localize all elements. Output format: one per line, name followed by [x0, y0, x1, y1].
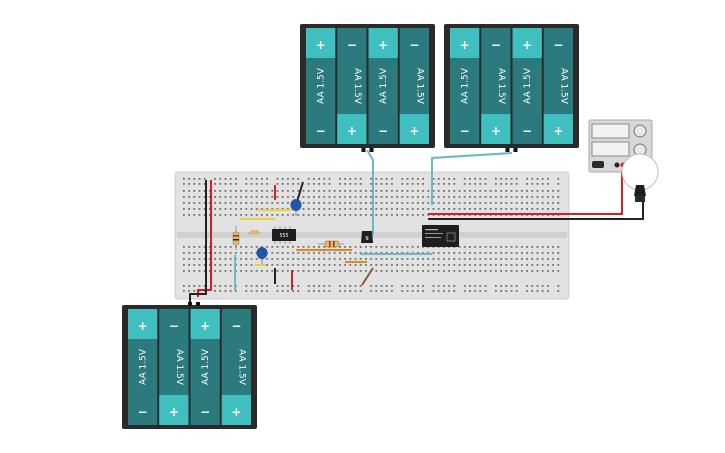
minus-sign: − [138, 405, 148, 419]
plus-sign: + [347, 124, 357, 138]
plus-sign: + [409, 124, 419, 138]
battery-cell-label: AA 1.5V [379, 67, 389, 104]
battery-pack-top-left[interactable]: + − AA 1.5V + − AA 1.5V + − AA 1.5V + − AA 1.5V [300, 24, 435, 152]
plus-sign: + [522, 38, 532, 52]
battery-cell-label: AA 1.5V [317, 67, 327, 104]
battery-cell-label: AA 1.5V [496, 68, 506, 105]
battery-cell: + − AA 1.5V [512, 28, 542, 144]
minus-sign: − [460, 124, 470, 138]
minus-sign: − [169, 319, 179, 333]
battery-cell-label: AA 1.5V [236, 349, 246, 386]
plus-sign: + [378, 38, 388, 52]
brown-jumper [361, 267, 374, 286]
minus-sign: − [378, 124, 388, 138]
resistor-3[interactable] [248, 230, 260, 235]
components: 555 N [232, 199, 459, 264]
timer-chip[interactable]: 555 [272, 226, 296, 244]
battery-cell-label: AA 1.5V [139, 348, 149, 385]
minus-sign: − [522, 124, 532, 138]
plus-sign: + [200, 319, 210, 333]
battery-cell-label: AA 1.5V [201, 348, 211, 385]
minus-sign: − [409, 38, 419, 52]
psu-voltage-knob[interactable] [633, 124, 647, 138]
battery-cell: + − AA 1.5V [543, 28, 573, 144]
relay[interactable] [422, 225, 459, 247]
plus-sign: + [491, 124, 501, 138]
battery-cell: + − AA 1.5V [190, 309, 220, 425]
psu-current-display [591, 141, 630, 157]
battery-cell-label: AA 1.5V [352, 68, 362, 105]
light-bulb[interactable] [621, 153, 659, 202]
battery-cell: + − AA 1.5V [399, 28, 429, 144]
blue-wire-top-left [366, 149, 374, 235]
plus-sign: + [316, 38, 326, 52]
plus-sign: + [231, 405, 241, 419]
battery-cell-label: AA 1.5V [558, 68, 568, 105]
minus-sign: − [231, 319, 241, 333]
timer-chip-label: 555 [279, 233, 288, 239]
battery-cell: + − AA 1.5V [337, 28, 367, 144]
plus-sign: + [169, 405, 179, 419]
plus-sign: + [553, 124, 563, 138]
red-wire-psu [428, 160, 623, 215]
minus-sign: − [316, 124, 326, 138]
transistor-label: N [365, 236, 368, 242]
plus-sign: + [138, 319, 148, 333]
battery-cell-label: AA 1.5V [523, 67, 533, 104]
battery-cell: + − AA 1.5V [450, 28, 480, 144]
minus-sign: − [553, 38, 563, 52]
blue-wire-top-right [431, 152, 513, 205]
psu-power-switch[interactable] [592, 161, 604, 168]
capacitor-1[interactable] [290, 199, 302, 216]
battery-cell: + − AA 1.5V [159, 309, 189, 425]
battery-cell: + − AA 1.5V [221, 309, 251, 425]
battery-cell-label: AA 1.5V [461, 67, 471, 104]
capacitor-2[interactable] [256, 247, 268, 264]
minus-sign: − [491, 38, 501, 52]
transistor[interactable]: N [361, 231, 373, 243]
breadboard-holes [183, 178, 560, 292]
battery-cell: + − AA 1.5V [481, 28, 511, 144]
psu-terminal-negative[interactable] [614, 162, 620, 168]
plus-sign: + [460, 38, 470, 52]
battery-packs: + − AA 1.5V + − AA 1.5V + − AA 1.5V + − AA 1.5V + − AA… [122, 24, 579, 429]
battery-pack-top-right[interactable]: + − AA 1.5V + − AA 1.5V + − AA 1.5V + − AA 1.5V [444, 24, 579, 152]
battery-cell: + − AA 1.5V [368, 28, 398, 144]
black-wire-pack-bottom [189, 180, 207, 304]
battery-cell: + − AA 1.5V [128, 309, 158, 425]
battery-cell-label: AA 1.5V [174, 349, 184, 386]
minus-sign: − [347, 38, 357, 52]
resistor-2[interactable] [318, 240, 344, 248]
battery-pack-bottom[interactable]: + − AA 1.5V + − AA 1.5V + − AA 1.5V + − AA 1.5V [122, 302, 257, 429]
psu-voltage-display [591, 123, 630, 139]
resistor-1[interactable] [232, 226, 240, 250]
battery-cell-label: AA 1.5V [414, 68, 424, 105]
minus-sign: − [200, 405, 210, 419]
battery-cell: + − AA 1.5V [306, 28, 336, 144]
